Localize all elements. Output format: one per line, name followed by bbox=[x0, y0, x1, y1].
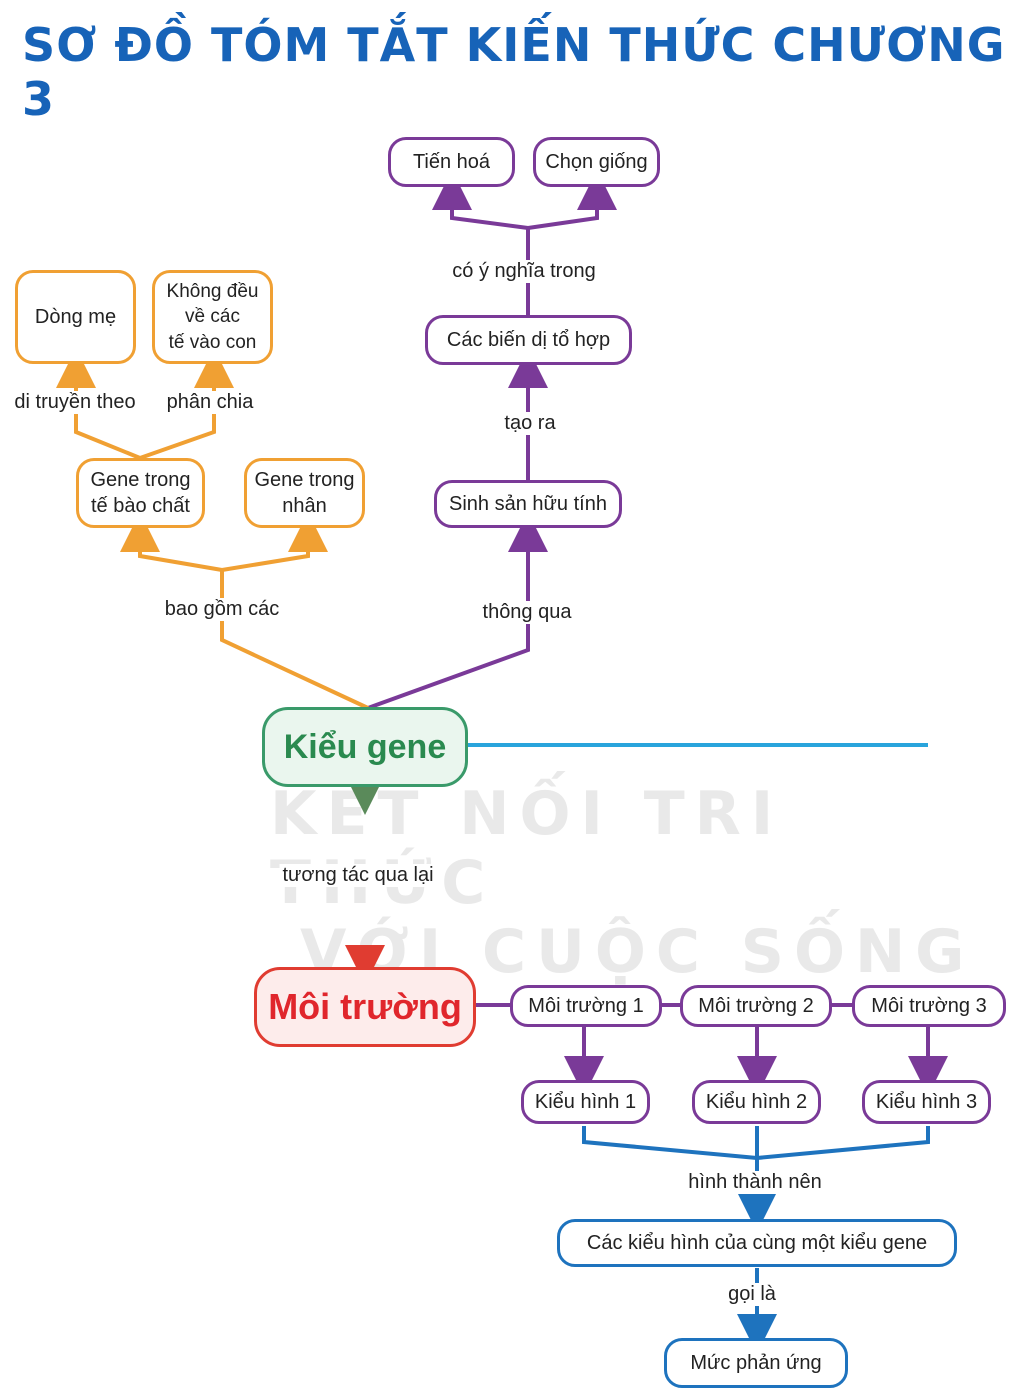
wire-gene-tbc-right bbox=[139, 348, 234, 460]
label-goi-la: gọi là bbox=[725, 1283, 779, 1306]
wire-kieugene-to-sinhsan bbox=[367, 512, 548, 710]
wire-gene-tbc-up bbox=[56, 348, 141, 460]
node-cac-kieu-hinh: Các kiểu hình của cùng một kiểu gene bbox=[557, 1219, 957, 1267]
node-bien-di-to-hop: Các biến dị tổ hợp bbox=[425, 315, 632, 365]
label-di-truyen-theo: di truyền theo bbox=[11, 391, 139, 414]
wire-split-chongiong bbox=[527, 170, 617, 230]
node-moi-truong-1: Môi trường 1 bbox=[510, 985, 662, 1027]
node-chon-giong: Chọn giống bbox=[533, 137, 660, 187]
node-moi-truong-3: Môi trường 3 bbox=[852, 985, 1006, 1027]
node-kieu-hinh-2: Kiểu hình 2 bbox=[692, 1080, 821, 1124]
node-moi-truong: Môi trường bbox=[254, 967, 476, 1047]
node-gene-te-bao-chat: Gene trong tế bào chất bbox=[76, 458, 205, 528]
page-title: SƠ ĐỒ TÓM TẮT KIẾN THỨC CHƯƠNG 3 bbox=[22, 18, 1006, 126]
node-muc-phan-ung: Mức phản ứng bbox=[664, 1338, 848, 1388]
node-moi-truong-2: Môi trường 2 bbox=[680, 985, 832, 1027]
label-hinh-thanh-nen: hình thành nên bbox=[685, 1171, 825, 1194]
wire-kieugene-to-baogom bbox=[220, 570, 369, 710]
label-tuong-tac-qua-lai: tương tác qua lại bbox=[279, 864, 437, 887]
wire-split-gene-nhan bbox=[221, 512, 328, 572]
label-thong-qua: thông qua bbox=[479, 601, 575, 624]
node-sinh-san-huu-tinh: Sinh sản hữu tính bbox=[434, 480, 622, 528]
node-khong-deu: Không đều về các tế vào con bbox=[152, 270, 273, 364]
wire-split-tienhoa bbox=[432, 170, 529, 230]
label-co-y-nghia: có ý nghĩa trong bbox=[449, 260, 599, 283]
node-kieu-hinh-3: Kiểu hình 3 bbox=[862, 1080, 991, 1124]
node-dong-me: Dòng mẹ bbox=[15, 270, 136, 364]
node-gene-trong-nhan: Gene trong nhân bbox=[244, 458, 365, 528]
node-kieu-hinh-1: Kiểu hình 1 bbox=[521, 1080, 650, 1124]
node-tien-hoa: Tiến hoá bbox=[388, 137, 515, 187]
wire-kh3-join bbox=[756, 1126, 930, 1160]
wire-split-gene-tbc bbox=[120, 512, 223, 572]
label-tao-ra: tạo ra bbox=[501, 412, 559, 435]
label-phan-chia: phân chia bbox=[163, 391, 257, 414]
node-kieu-gene: Kiểu gene bbox=[262, 707, 468, 787]
label-bao-gom-cac: bao gồm các bbox=[161, 598, 283, 621]
wire-kh1-join bbox=[582, 1126, 758, 1160]
